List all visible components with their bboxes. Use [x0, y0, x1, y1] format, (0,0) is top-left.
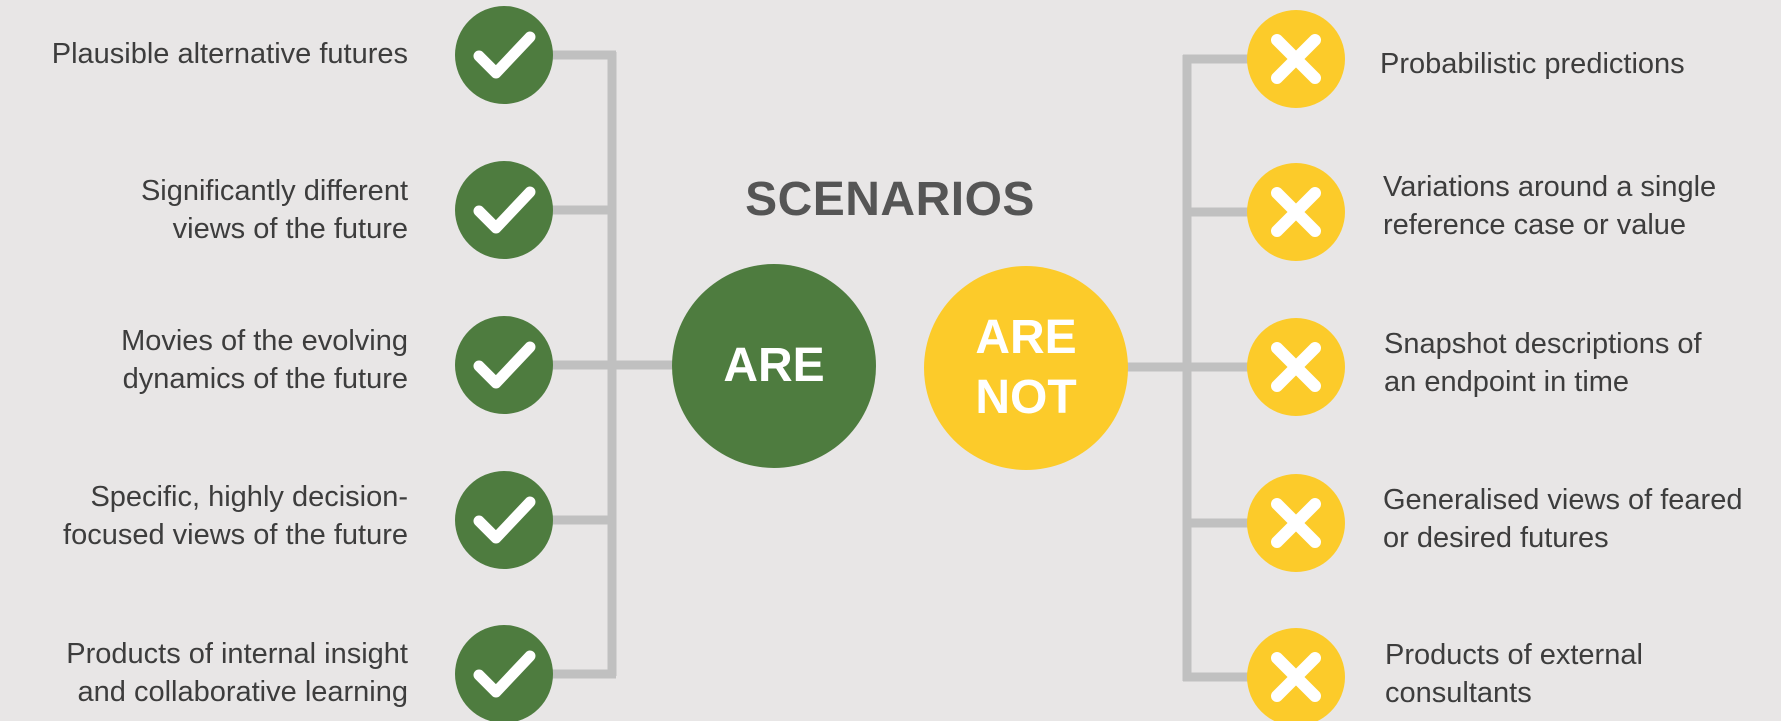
are-item-4-label: Specific, highly decision- focused views… — [63, 481, 408, 551]
cross-icon — [1247, 474, 1345, 572]
check-icon — [455, 161, 553, 259]
are-not-hub — [924, 266, 1128, 470]
are-not-item-3-label: Snapshot descriptions of an endpoint in … — [1384, 328, 1702, 398]
are-not-item-4-label: Generalised views of feared or desired f… — [1383, 484, 1743, 554]
cross-icon — [1247, 163, 1345, 261]
are-hub — [672, 264, 876, 468]
check-icon — [455, 471, 553, 569]
are-not-hub-label: ARE NOT — [975, 311, 1077, 424]
are-item-3-label: Movies of the evolving dynamics of the f… — [121, 325, 408, 395]
are-not-item-1-label: Probabilistic predictions — [1380, 48, 1685, 80]
are-not-connector-tree — [1120, 54, 1260, 682]
cross-icon — [1247, 628, 1345, 721]
are-item-2-label: Significantly different views of the fut… — [140, 175, 408, 245]
are-hub-label: ARE — [723, 339, 825, 392]
are-connector-tree — [550, 50, 680, 679]
check-icon — [455, 316, 553, 414]
are-item-1-label: Plausible alternative futures — [51, 38, 408, 70]
are-not-item-2-label: Variations around a single reference cas… — [1383, 171, 1717, 241]
cross-icon — [1247, 10, 1345, 108]
are-item-5-label: Products of internal insight and collabo… — [66, 638, 408, 708]
cross-icon — [1247, 318, 1345, 416]
check-icon — [455, 6, 553, 104]
are-not-item-5-label: Products of external consultants — [1385, 639, 1643, 709]
check-icon — [455, 625, 553, 721]
diagram-title: SCENARIOS — [745, 173, 1035, 226]
